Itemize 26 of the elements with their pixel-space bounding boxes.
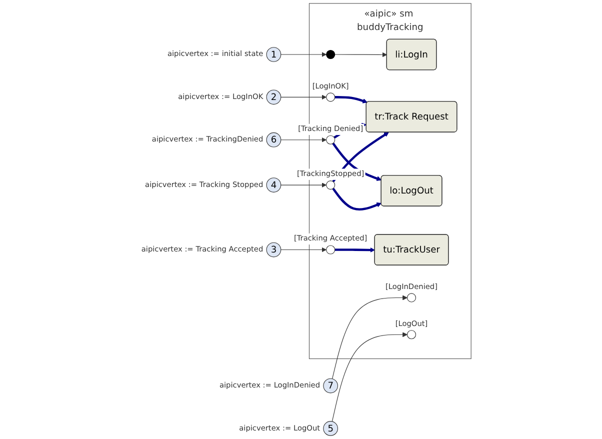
node-circle: [406, 293, 416, 302]
node-circle: [326, 245, 336, 254]
node-circle: [326, 50, 336, 60]
node-circle: 4: [266, 178, 282, 192]
arrow: [280, 94, 327, 100]
node-circle: 1: [266, 47, 282, 62]
arrow: [280, 247, 327, 252]
node-circle: [406, 330, 416, 340]
node-circle: [326, 180, 336, 190]
arrow: [332, 142, 382, 181]
arrow: [334, 52, 388, 58]
node-circle: [326, 92, 336, 102]
node-circle: 2: [266, 90, 282, 105]
arrow: [332, 295, 408, 380]
arrow: [332, 332, 408, 422]
arrow: [334, 247, 376, 252]
arrow: [332, 188, 382, 210]
arrow: [280, 137, 327, 142]
node-circle: 7: [323, 378, 338, 394]
node-circle: 3: [266, 242, 282, 258]
node-circle: 5: [323, 421, 338, 436]
node-circle: [326, 135, 336, 144]
arrow: [334, 96, 368, 104]
arrow: [280, 182, 327, 188]
arrow: [280, 52, 327, 57]
node-circle: 6: [266, 132, 282, 148]
